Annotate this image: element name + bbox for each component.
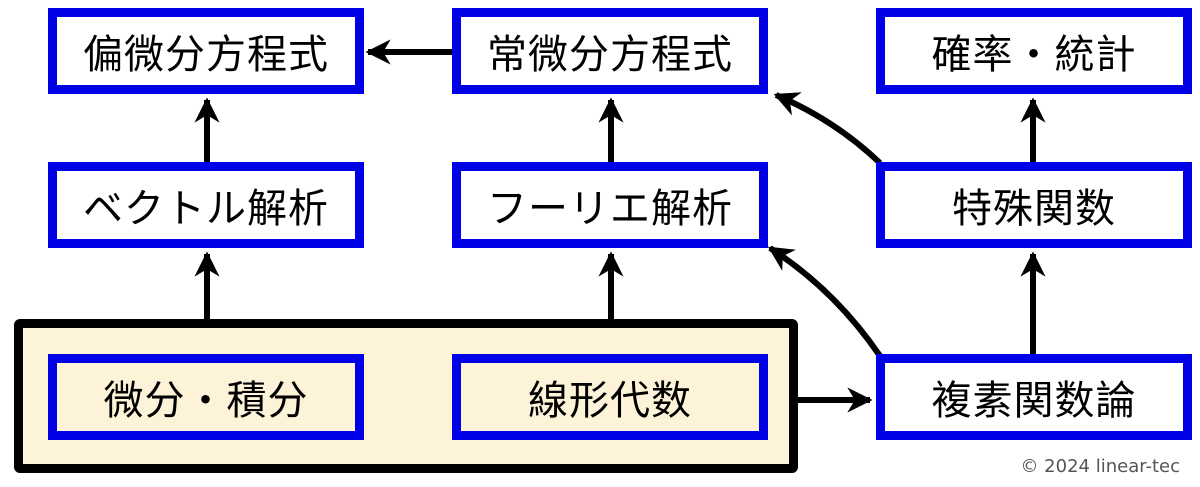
node-special-functions: 特殊関数 xyxy=(876,162,1192,248)
node-calculus: 微分・積分 xyxy=(48,354,364,440)
node-ode: 常微分方程式 xyxy=(452,8,768,94)
arrow-special-to-ode xyxy=(773,92,883,166)
node-probability-statistics: 確率・統計 xyxy=(876,8,1192,94)
node-fourier-analysis: フーリエ解析 xyxy=(452,162,768,248)
node-complex-analysis: 複素関数論 xyxy=(876,354,1192,440)
copyright-text: © 2024 linear-tec xyxy=(1020,456,1180,477)
node-linear-algebra: 線形代数 xyxy=(452,354,768,440)
node-pde: 偏微分方程式 xyxy=(48,8,364,94)
arrow-complex-to-fourier xyxy=(767,245,883,358)
node-vector-analysis: ベクトル解析 xyxy=(48,162,364,248)
